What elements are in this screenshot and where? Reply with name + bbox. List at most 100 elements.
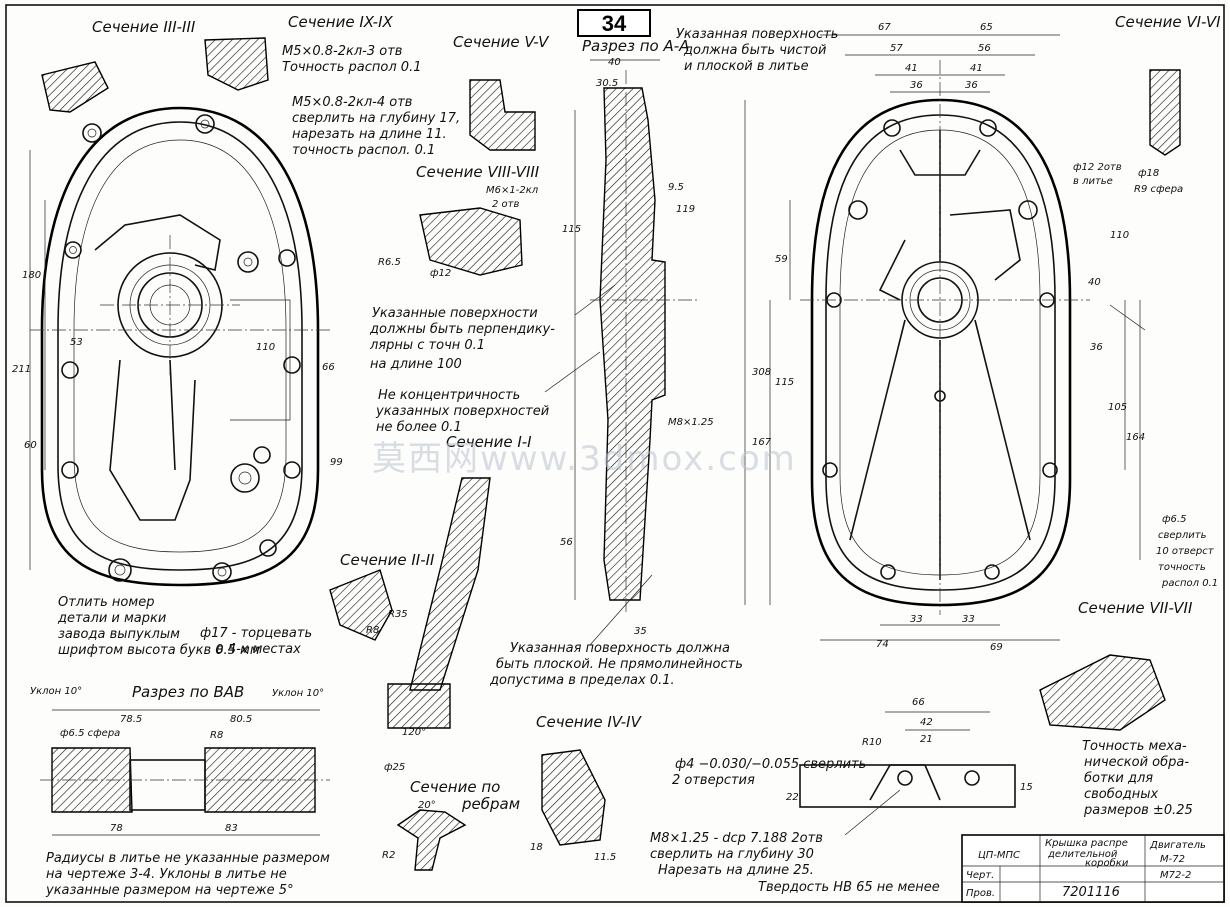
dim-105: 105 [1108, 402, 1127, 413]
dim-41a: 41 [905, 63, 918, 74]
dim-30-5: 30.5 [596, 78, 618, 89]
dim-41b: 41 [970, 63, 983, 74]
note-plane-2: быть плоской. Не прямолинейность [496, 657, 743, 672]
dim-36-right: 36 [1090, 342, 1103, 353]
note-radii-3: указанные размером на чертеже 5° [45, 883, 294, 898]
note-conc-3: не более 0.1 [376, 420, 462, 435]
dim-35-aa: 35 [634, 626, 647, 637]
dim-11-5: 11.5 [594, 852, 616, 863]
note-radii-1: Радиусы в литье не указанные размером [46, 851, 330, 866]
note-mark-2: детали и марки [57, 611, 166, 626]
note-flat-cast-3: и плоской в литье [684, 59, 809, 74]
note-conc-1: Не концентричность [378, 388, 520, 403]
note-radii-2: на чертеже 3-4. Уклоны в литье не [46, 867, 287, 882]
note-perp-1: Указанные поверхности [372, 306, 538, 321]
titleblock-product-2: М-72 [1160, 854, 1185, 865]
note-mark-3: завода выпуклым [58, 627, 180, 642]
dim-56-aa: 56 [560, 537, 573, 548]
dim-20deg: 20° [418, 800, 436, 811]
dim-78: 78 [110, 823, 123, 834]
title-section-aa: Разрез по A-A [582, 37, 689, 55]
titleblock-checked: Пров. [966, 888, 995, 899]
bottom-plate-view [799, 764, 1016, 808]
section-ii [329, 569, 393, 641]
dim-99: 99 [330, 457, 343, 468]
titleblock-drawn: Черт. [966, 870, 994, 881]
dim-80-5: 80.5 [230, 714, 252, 725]
dim-18: 18 [530, 842, 543, 853]
note-flat-cast-2: должна быть чистой [683, 43, 826, 58]
title-section-v: Сечение V-V [453, 33, 550, 51]
note-d65-1: ф6.5 [1162, 514, 1186, 525]
dim-r8-ii: R8 [366, 625, 379, 636]
dim-21: 21 [920, 734, 933, 745]
titleblock-name-2: делительной [1047, 849, 1118, 860]
sheet-number-box [577, 9, 651, 37]
section-i [387, 477, 491, 729]
dim-59: 59 [775, 254, 788, 265]
dim-83: 83 [225, 823, 238, 834]
title-section-vi: Сечение VI-VI [1115, 13, 1221, 31]
titleblock-product-1: Двигатель [1149, 840, 1206, 851]
note-plane-3: допустима в пределах 0.1. [489, 673, 675, 688]
title-ribs-2: ребрам [461, 795, 520, 813]
dim-67: 67 [878, 22, 891, 33]
sheet-frame [5, 4, 1225, 903]
note-d17-1: ф17 - торцевать [200, 626, 312, 641]
section-ix [204, 37, 269, 91]
dim-110-left: 110 [256, 342, 275, 353]
section-v [469, 79, 536, 151]
dim-164: 164 [1126, 432, 1145, 443]
dim-66: 66 [322, 362, 335, 373]
section-iii [41, 61, 109, 113]
titleblock-code: 7201116 [1062, 885, 1120, 900]
dim-74: 74 [876, 639, 889, 650]
note-m5-4-1: М5×0.8-2кл-4 отв [292, 95, 412, 110]
note-slope-left: Уклон 10° [30, 686, 82, 697]
dim-56: 56 [978, 43, 991, 54]
dim-120deg: 120° [402, 727, 426, 738]
note-d65-2: сверлить [1158, 530, 1207, 541]
title-block [961, 834, 1225, 903]
note-m5-4-2: сверлить на глубину 17, [292, 111, 460, 126]
title-section-viii: Сечение VIII-VIII [416, 163, 540, 181]
dim-110-right: 110 [1110, 230, 1129, 241]
note-accuracy-2: нической обра- [1084, 755, 1189, 770]
dim-115-right: 115 [775, 377, 794, 388]
note-plane-1: Указанная поверхность должна [510, 641, 730, 656]
left-central-bore [100, 235, 240, 375]
dim-211: 211 [12, 364, 31, 375]
titleblock-org: ЦП-МПС [978, 850, 1020, 861]
note-flat-cast-1: Указанная поверхность [676, 27, 838, 42]
note-d17-2: в 4-х местах [216, 642, 301, 657]
dim-36a: 36 [910, 80, 923, 91]
section-bab [40, 747, 330, 813]
dim-167: 167 [752, 437, 772, 448]
right-cover-view [800, 60, 1090, 615]
note-hardness: Твердость НВ 65 не менее [758, 880, 940, 895]
note-accuracy-3: ботки для [1084, 771, 1153, 786]
note-d12-1: ф12 2отв [1073, 162, 1122, 173]
section-vii [1039, 654, 1166, 731]
note-m8-1: М8×1.25 - dср 7.188 2отв [650, 831, 823, 846]
note-accuracy-4: свободных [1084, 787, 1158, 802]
note-conc-2: указанных поверхностей [375, 404, 549, 419]
dim-57: 57 [890, 43, 903, 54]
section-iv [541, 749, 606, 846]
note-perp-3: лярны с точн 0.1 [369, 338, 485, 353]
note-m6-2: 2 отв [492, 199, 519, 210]
note-d65-3: 10 отверст [1156, 546, 1215, 557]
dim-9-5: 9.5 [668, 182, 684, 193]
note-d18-1: ф18 [1138, 168, 1159, 179]
dim-33a: 33 [910, 614, 923, 625]
dim-r8: R8 [210, 730, 223, 741]
title-ribs-1: Сечение по [410, 778, 500, 796]
dim-119: 119 [676, 204, 695, 215]
title-section-vii: Сечение VII-VII [1078, 599, 1193, 617]
note-m8-2: сверлить на глубину 30 [650, 847, 814, 862]
note-m5-4-4: точность распол. 0.1 [292, 143, 435, 158]
note-m5-4-3: нарезать на длине 11. [292, 127, 447, 142]
dim-r10: R10 [862, 737, 882, 748]
